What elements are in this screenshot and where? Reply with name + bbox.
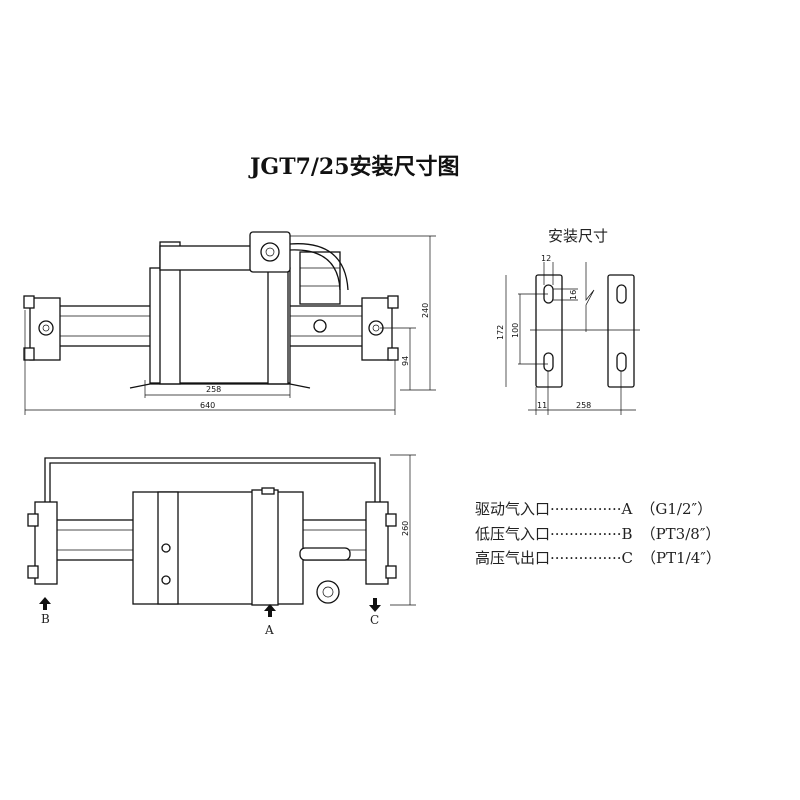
drawing-title: JGT7/25安装尺寸图 bbox=[248, 154, 460, 180]
dim-mount-height: 172 bbox=[496, 325, 505, 340]
dim-spacing: 258 bbox=[576, 401, 591, 410]
front-view: 260 B A C bbox=[27, 454, 416, 637]
legend-row: 低压气入口···············B（PT3/8″） bbox=[475, 525, 720, 543]
dim-edge-offset: 11 bbox=[537, 401, 547, 410]
port-b-arrow-icon bbox=[39, 597, 51, 610]
port-c-label: C bbox=[370, 613, 379, 627]
dim-slot-width: 12 bbox=[541, 254, 551, 263]
dim-inner-width: 258 bbox=[206, 385, 221, 394]
legend-row: 高压气出口···············C（PT1/4″） bbox=[475, 549, 721, 567]
dim-front-height: 260 bbox=[401, 521, 410, 536]
port-legend: 驱动气入口···············A（G1/2″） 低压气入口······… bbox=[475, 500, 721, 567]
dim-axis-height: 94 bbox=[401, 356, 410, 366]
svg-text:高压气出口···············C（PT1/4″）: 高压气出口···············C（PT1/4″） bbox=[475, 549, 721, 567]
mount-title: 安装尺寸 bbox=[548, 227, 608, 245]
port-a-label: A bbox=[264, 623, 274, 637]
svg-text:低压气入口···············B（PT3/8″）: 低压气入口···············B（PT3/8″） bbox=[475, 525, 720, 543]
svg-text:驱动气入口···············A（G1/2″）: 驱动气入口···············A（G1/2″） bbox=[475, 500, 712, 518]
dim-overall-width: 640 bbox=[200, 401, 215, 410]
top-view: 640 258 240 94 bbox=[23, 231, 436, 415]
port-a-arrow-icon bbox=[264, 604, 276, 617]
port-c-arrow-icon bbox=[369, 598, 381, 612]
dim-slot-length: 16 bbox=[569, 290, 578, 300]
mount-view: 安装尺寸 12 16 172 100 11 258 bbox=[496, 227, 640, 415]
dim-hole-spacing: 100 bbox=[511, 323, 520, 338]
port-b-label: B bbox=[41, 612, 50, 626]
dim-height: 240 bbox=[421, 303, 430, 318]
legend-row: 驱动气入口···············A（G1/2″） bbox=[475, 500, 712, 518]
